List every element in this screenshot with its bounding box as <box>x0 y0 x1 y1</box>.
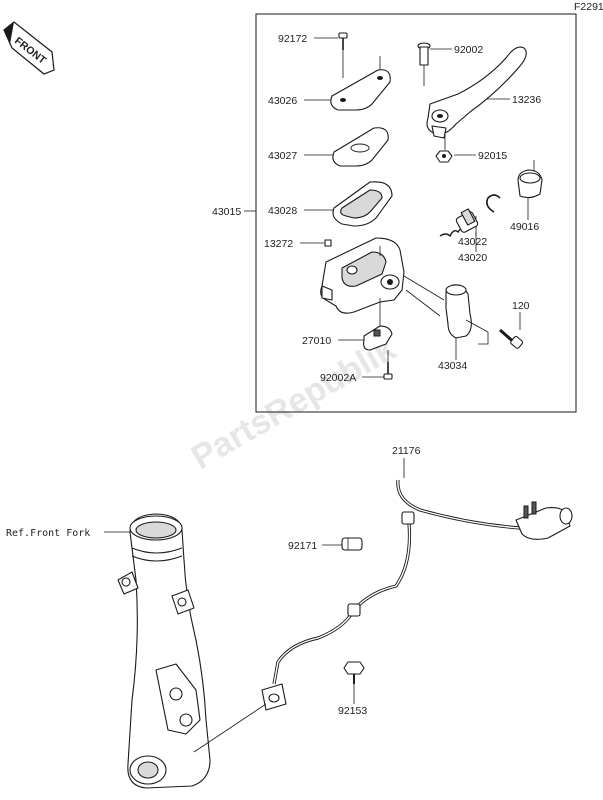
bolt-92153 <box>343 661 365 684</box>
master-cylinder-body <box>320 237 405 314</box>
label-13272: 13272 <box>264 238 293 250</box>
label-43020: 43020 <box>458 252 487 264</box>
label-43022: 43022 <box>458 236 487 248</box>
brake-hose-21176 <box>261 479 573 711</box>
label-120: 120 <box>512 300 530 312</box>
label-43015: 43015 <box>212 206 241 218</box>
label-ref-front-fork: Ref.Front Fork <box>6 528 90 539</box>
piston-kit-43020 <box>439 208 479 238</box>
bushing-13272 <box>324 239 332 247</box>
label-43026: 43026 <box>268 95 297 107</box>
label-43034: 43034 <box>438 360 467 372</box>
label-92171: 92171 <box>288 540 317 552</box>
label-49016: 49016 <box>510 221 539 233</box>
label-92002: 92002 <box>454 44 483 56</box>
diagram-code: F2291 <box>574 1 603 13</box>
leader-fork-hose <box>193 703 267 753</box>
label-13236: 13236 <box>512 94 541 106</box>
pivot-bolt-92002 <box>417 42 431 66</box>
diaphragm-plate-43027 <box>332 127 389 167</box>
reservoir-cap-43026 <box>330 69 391 111</box>
master-cylinder-assembly-box <box>255 13 577 413</box>
label-92015: 92015 <box>478 150 507 162</box>
brake-lever-13236 <box>426 46 527 139</box>
label-27010: 27010 <box>302 335 331 347</box>
circlip-43022 <box>486 194 501 213</box>
nut-92015 <box>435 150 453 163</box>
clamp-43034 <box>445 284 472 339</box>
screw-92172 <box>338 32 348 50</box>
bolt-120 <box>499 328 524 349</box>
label-92002A: 92002A <box>320 372 356 384</box>
label-43027: 43027 <box>268 150 297 162</box>
watermark: PartsRepublik <box>185 330 402 477</box>
clamp-92171 <box>341 537 363 551</box>
front-arrow-icon: FRONT <box>3 21 55 75</box>
label-92172: 92172 <box>278 33 307 45</box>
dust-boot-49016 <box>517 169 543 199</box>
label-43028: 43028 <box>268 205 297 217</box>
screw-92002A <box>383 362 393 380</box>
brake-switch-27010 <box>363 325 393 351</box>
front-fork-tube <box>117 513 211 789</box>
label-21176: 21176 <box>392 445 421 457</box>
label-92153: 92153 <box>338 705 367 717</box>
diaphragm-43028 <box>332 181 393 227</box>
